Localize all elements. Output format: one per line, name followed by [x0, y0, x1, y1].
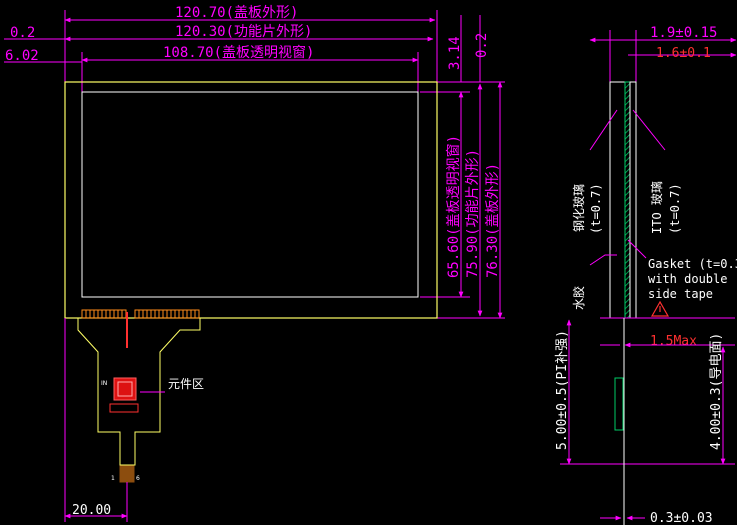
- dim-fpc-offset-lines: [64, 318, 128, 522]
- side-top-dims: [589, 30, 737, 82]
- ito-glass-thickness: (t=0.7): [668, 183, 682, 234]
- dim-thickness-inner: 1.6±0.1: [656, 46, 711, 61]
- dim-conductive-surface: 4.00±0.3(导电面): [709, 333, 724, 450]
- side-view: 1.9±0.15 1.6±0.1 钢化玻璃 (t=0.7) ITO 玻璃 (t=…: [555, 25, 737, 525]
- dim-left-6-02: 6.02: [5, 48, 39, 64]
- dim-top-0-2: 0.2: [474, 33, 490, 58]
- max-height-label: 1.5Max: [650, 334, 697, 349]
- controller-chip: [113, 377, 137, 401]
- gasket-label-1: Gasket (t=0.3): [648, 257, 737, 271]
- pi-stiffener: [614, 377, 624, 431]
- dim-function-width: 120.30(功能片外形): [175, 24, 312, 40]
- component-area-label: 元件区: [168, 377, 204, 391]
- dim-cover-height: 76.30(盖板外形): [485, 163, 501, 278]
- dim-fpc-offset: 20.00: [72, 503, 111, 518]
- view-window: [81, 91, 419, 298]
- tempered-glass-label: 钢化玻璃: [572, 184, 586, 232]
- ito-glass-label: ITO 玻璃: [650, 181, 664, 234]
- side-lower-dims: [560, 317, 735, 465]
- ito-glass-layer: [629, 81, 637, 319]
- front-view: 120.70(盖板外形) 120.30(功能片外形) 108.70(盖板透明视窗…: [4, 5, 505, 522]
- dim-view-height: 65.60(盖板透明视窗): [445, 135, 462, 278]
- gasket-layer: [624, 81, 631, 319]
- cover-outline: [64, 81, 438, 319]
- dim-pi-stiffener: 5.00±0.5(PI补强): [555, 330, 570, 450]
- tempered-glass-thickness: (t=0.7): [589, 183, 603, 234]
- dim-top-group: [4, 10, 438, 92]
- passive-components: [109, 403, 139, 413]
- chip-marker: IN: [101, 380, 107, 387]
- fpc-connector: [119, 465, 135, 483]
- gasket-label-2: with double: [648, 272, 727, 286]
- dim-cover-outer-width: 120.70(盖板外形): [175, 5, 298, 21]
- dim-right-group: [420, 15, 505, 319]
- dim-fpc-thickness: 0.3±0.03: [650, 511, 713, 525]
- dim-thickness: 1.9±0.15: [650, 25, 717, 41]
- side-leaders: [589, 109, 666, 266]
- gasket-label-3: side tape: [648, 287, 713, 301]
- fpc-pad-rows: [81, 309, 200, 319]
- dim-function-height: 75.90(功能片外形): [465, 149, 481, 278]
- fpc-pad-stripes: [85, 310, 196, 318]
- warning-triangle-icon: [650, 300, 670, 317]
- dim-cover-view-width: 108.70(盖板透明视窗): [163, 44, 314, 61]
- pin-6-label: 6: [136, 475, 140, 482]
- fpc-outline: [77, 318, 201, 466]
- water-glue-label: 水胶: [571, 286, 586, 310]
- dim-left-0-2: 0.2: [10, 25, 35, 41]
- dim-top-3-14: 3.14: [447, 36, 463, 70]
- pin-1-label: 1: [111, 475, 115, 482]
